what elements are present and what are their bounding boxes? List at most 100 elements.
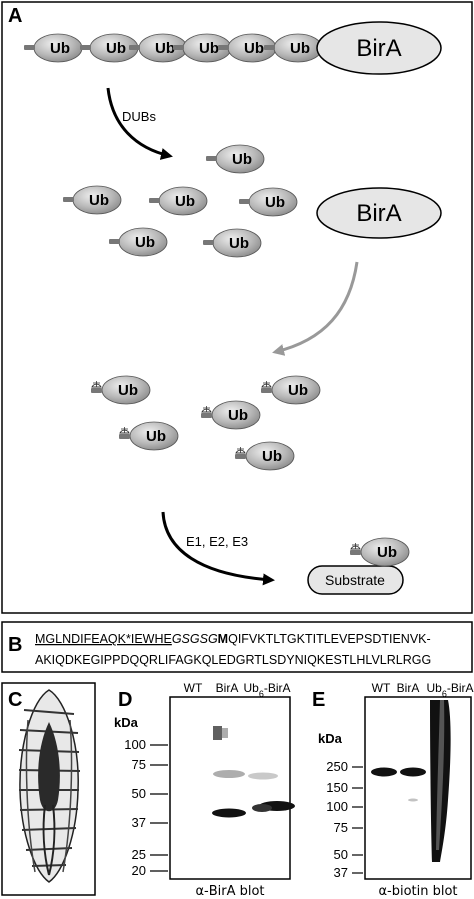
blot-d-caption: α-BirA blot <box>195 884 264 899</box>
ub-molecule: Ub <box>91 375 151 405</box>
avitag-mark <box>203 240 214 245</box>
e123-label: E1, E2, E3 <box>186 534 248 549</box>
marker-label: 150 <box>326 780 348 795</box>
marker-label: 37 <box>132 815 146 830</box>
panel-a-letter: A <box>8 5 22 27</box>
marker-label: 75 <box>334 820 348 835</box>
lane-label: WT <box>184 681 203 695</box>
panel-b-letter: B <box>8 634 22 656</box>
ub-molecule: Ub <box>149 186 208 216</box>
ub-label: Ub <box>265 194 285 211</box>
marker-label: 100 <box>124 737 146 752</box>
ub-molecule: Ub <box>109 227 168 257</box>
panel-e-letter: E <box>312 689 325 711</box>
dubs-arrow <box>106 87 173 160</box>
avitag-mark <box>264 45 275 50</box>
avitag-mark <box>206 156 217 161</box>
sequence-line-1: MGLNDIFEAQK*IEWHEGSGSGMQIFVKTLTGKTITLEVE… <box>35 632 431 646</box>
avitag-mark <box>218 45 229 50</box>
avitag-mark <box>109 239 120 244</box>
ub-molecule: Ub <box>203 228 262 258</box>
bira-ellipse-middle <box>316 187 442 239</box>
marker-label: 20 <box>132 863 146 878</box>
substrate-label: Substrate <box>325 572 385 588</box>
marker-label: 100 <box>326 799 348 814</box>
e1-e2-e3-arrow <box>161 511 275 586</box>
blot-e-kda-label: kDa <box>318 731 343 746</box>
lane-label: Ub6-BirA <box>243 681 290 699</box>
ub-label: Ub <box>175 193 195 210</box>
panel-c-letter: C <box>8 689 22 711</box>
substrate-ub: Ub <box>350 537 410 567</box>
blot-e-bands <box>371 700 451 862</box>
ub-molecule: Ub <box>350 537 410 567</box>
ub-molecule: Ub <box>261 375 321 405</box>
sequence-linker: GSGSG <box>172 632 218 646</box>
ub-molecule: Ub <box>239 187 298 217</box>
marker-label: 25 <box>132 847 146 862</box>
substrate-box <box>307 565 404 595</box>
sequence-start-m: M <box>218 632 228 646</box>
sequence-line1-rest: QIFVKTLTGKTITLEVEPSDTIENVK- <box>228 632 431 646</box>
ub-label: Ub <box>288 382 308 399</box>
blot-e-caption: α-biotin blot <box>378 884 457 899</box>
ub-label: Ub <box>199 40 219 57</box>
avitag-mark <box>173 45 184 50</box>
avitag-mark <box>149 198 160 203</box>
avitag-mark <box>63 197 74 202</box>
avitag-mark <box>24 45 35 50</box>
lane-label: WT <box>372 681 391 695</box>
ub-label: Ub <box>229 235 249 252</box>
ub-label: Ub <box>155 40 175 57</box>
ub-molecule: Ub <box>218 33 277 63</box>
ub-label: Ub <box>146 428 166 445</box>
avitag-mark <box>129 45 140 50</box>
blot-d-lane-labels: WT BirA Ub6-BirA <box>184 681 291 699</box>
marker-label: 37 <box>334 865 348 880</box>
biotin-icon <box>119 427 130 439</box>
larva-image <box>18 689 81 883</box>
biotin-icon <box>261 381 272 393</box>
marker-label: 50 <box>132 786 146 801</box>
blot-e-membrane <box>364 696 472 880</box>
ub-label: Ub <box>118 382 138 399</box>
ub-molecule: Ub <box>119 421 179 451</box>
ub-label: Ub <box>290 40 310 57</box>
ub-molecule: Ub <box>235 441 295 471</box>
ub-label: Ub <box>232 151 252 168</box>
blot-e-lane-labels: WT BirA Ub6-BirA <box>372 681 474 699</box>
dubs-label: DUBs <box>122 109 156 124</box>
panel-a-frame <box>1 1 473 614</box>
blot-d-membrane <box>169 696 291 880</box>
ub-label: Ub <box>89 192 109 209</box>
ub-label: Ub <box>228 407 248 424</box>
ub-molecule: Ub <box>173 33 232 63</box>
biotin-icon <box>91 381 102 393</box>
blot-d-kda-label: kDa <box>114 715 139 730</box>
avitag-mark <box>80 45 91 50</box>
marker-label: 75 <box>132 757 146 772</box>
biotinylation-arrow <box>272 261 359 356</box>
lane-label: BirA <box>216 681 239 695</box>
lane-label: Ub6-BirA <box>426 681 473 699</box>
biotin-icon <box>350 543 361 555</box>
ub-molecule: Ub <box>63 185 122 215</box>
panel-b-frame <box>1 621 473 673</box>
ub-label: Ub <box>50 40 70 57</box>
biotin-icon <box>235 447 246 459</box>
ub-label: Ub <box>106 40 126 57</box>
ub-molecule: Ub <box>129 33 188 63</box>
biotin-icon <box>201 406 212 418</box>
ub-molecule: Ub <box>24 33 83 63</box>
avitag-mark <box>239 199 250 204</box>
panel-d-letter: D <box>118 689 132 711</box>
lane-label: BirA <box>397 681 420 695</box>
marker-label: 50 <box>334 847 348 862</box>
bira-label-middle: BirA <box>356 200 401 227</box>
